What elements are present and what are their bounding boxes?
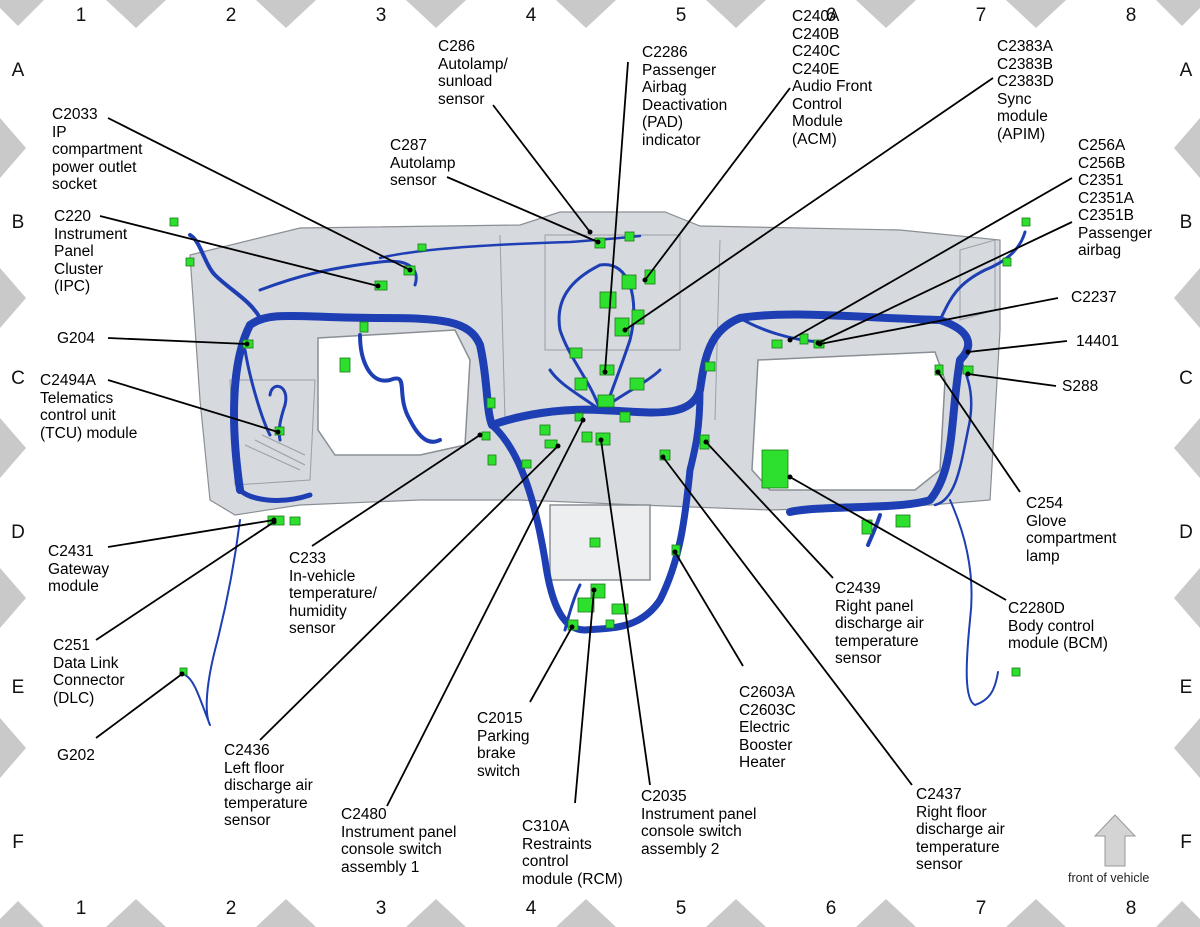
- callout-c2237: C2237: [1071, 289, 1117, 306]
- callout-c2436: C2436 Left floor discharge air temperatu…: [224, 742, 313, 829]
- grid-row-e-right: E: [1179, 677, 1193, 698]
- callout-c2015: C2015 Parking brake switch: [477, 710, 530, 780]
- callout-14401: 14401: [1076, 333, 1120, 350]
- front-arrow-icon: [1093, 814, 1137, 867]
- grid-row-c-left: C: [11, 368, 25, 389]
- callout-c233: C233 In-vehicle temperature/ humidity se…: [289, 550, 377, 637]
- callout-g202: G202: [57, 747, 95, 764]
- callout-c2603: C2603A C2603C Electric Booster Heater: [739, 684, 796, 771]
- leader-arrowheads: [179, 229, 971, 677]
- grid-row-a-right: A: [1179, 60, 1193, 81]
- grid-row-f-right: F: [1180, 832, 1192, 853]
- grid-col-5-bottom: 5: [675, 898, 687, 919]
- callout-c256: C256A C256B C2351 C2351A C2351B Passenge…: [1078, 137, 1153, 259]
- callout-c2286: C2286 Passenger Airbag Deactivation (PAD…: [642, 44, 728, 149]
- grid-col-7-top: 7: [975, 5, 987, 26]
- callout-c254: C254 Glove compartment lamp: [1026, 495, 1117, 565]
- callout-c2280d: C2280D Body control module (BCM): [1008, 600, 1108, 652]
- leader-lines: [95, 61, 1073, 807]
- callout-c287: C287 Autolamp sensor: [390, 137, 456, 189]
- grid-col-3-top: 3: [375, 5, 387, 26]
- grid-row-c-right: C: [1179, 368, 1193, 389]
- callout-c251: C251 Data Link Connector (DLC): [53, 637, 125, 707]
- grid-row-a-left: A: [11, 60, 25, 81]
- callout-c2437: C2437 Right floor discharge air temperat…: [916, 786, 1005, 873]
- grid-col-4-top: 4: [525, 5, 537, 26]
- grid-col-2-bottom: 2: [225, 898, 237, 919]
- grid-col-8-bottom: 8: [1125, 898, 1137, 919]
- grid-col-7-bottom: 7: [975, 898, 987, 919]
- callout-c286: C286 Autolamp/ sunload sensor: [438, 38, 508, 108]
- grid-row-f-left: F: [12, 832, 24, 853]
- grid-row-b-right: B: [1179, 212, 1193, 233]
- grid-col-6-top: 6: [825, 5, 837, 26]
- grid-col-3-bottom: 3: [375, 898, 387, 919]
- callout-c240: C240A C240B C240C C240E Audio Front Cont…: [792, 8, 873, 148]
- callout-c2033: C2033 IP compartment power outlet socket: [52, 106, 143, 193]
- grid-col-4-bottom: 4: [525, 898, 537, 919]
- grid-col-6-bottom: 6: [825, 898, 837, 919]
- grid-col-2-top: 2: [225, 5, 237, 26]
- grid-row-e-left: E: [11, 677, 25, 698]
- grid-col-1-bottom: 1: [75, 898, 87, 919]
- grid-col-8-top: 8: [1125, 5, 1137, 26]
- callout-c2480: C2480 Instrument panel console switch as…: [341, 806, 457, 876]
- callout-c2431: C2431 Gateway module: [48, 543, 110, 595]
- callout-c2383: C2383A C2383B C2383D Sync module (APIM): [997, 38, 1054, 143]
- grid-col-1-top: 1: [75, 5, 87, 26]
- callout-g204: G204: [57, 330, 95, 347]
- grid-col-5-top: 5: [675, 5, 687, 26]
- dash-windows: [317, 329, 946, 581]
- grid-row-d-right: D: [1179, 522, 1193, 543]
- callout-c2439: C2439 Right panel discharge air temperat…: [835, 580, 924, 667]
- front-of-vehicle-label: front of vehicle: [1068, 871, 1150, 885]
- callout-c220: C220 Instrument Panel Cluster (IPC): [54, 208, 128, 295]
- callout-c2035: C2035 Instrument panel console switch as…: [641, 788, 757, 858]
- callout-s288: S288: [1062, 378, 1099, 395]
- grid-row-b-left: B: [11, 212, 25, 233]
- callout-c2494a: C2494A Telematics control unit (TCU) mod…: [40, 372, 138, 442]
- callout-c310a: C310A Restraints control module (RCM): [522, 818, 623, 888]
- grid-row-d-left: D: [11, 522, 25, 543]
